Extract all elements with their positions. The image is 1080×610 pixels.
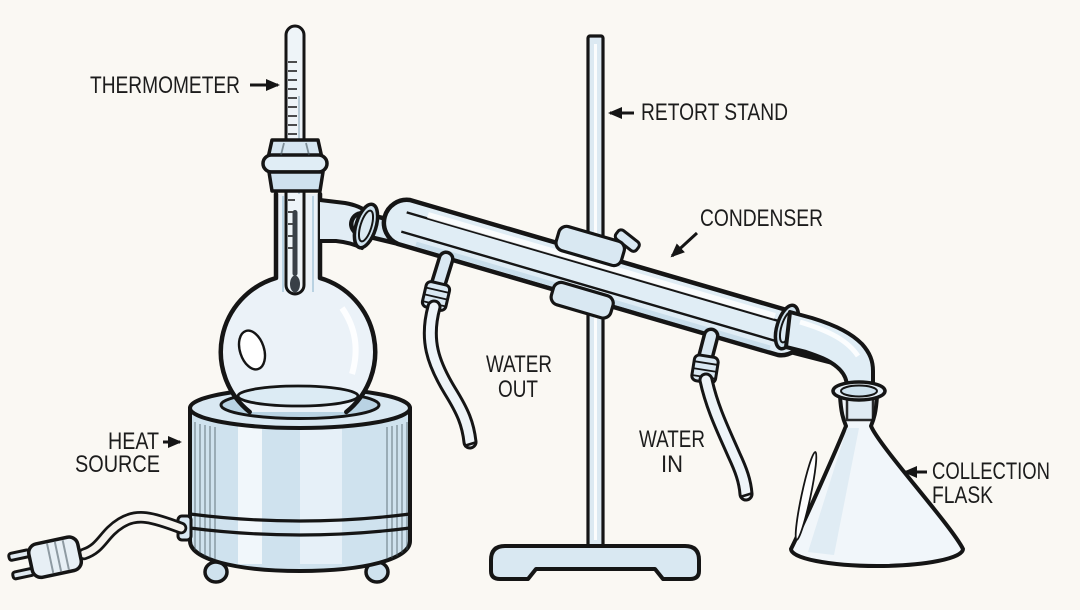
flask-stopper: [261, 138, 329, 193]
condenser-highlight: [427, 212, 776, 319]
thermometer-mercury: [292, 210, 298, 276]
label-collection-flask-line2: FLASK: [932, 482, 993, 509]
label-condenser: CONDENSER: [700, 205, 823, 232]
collection-flask-illustration: [789, 380, 965, 568]
flask-highlight-oval: [237, 329, 267, 371]
plug-ribs: [46, 540, 70, 574]
label-heat-source-line2: SOURCE: [75, 451, 160, 478]
stopper-lower: [267, 170, 325, 193]
thermometer-bulb: [290, 275, 300, 293]
label-water-out-line2: OUT: [498, 376, 538, 403]
water-in-tube-fill: [701, 375, 751, 499]
clamp-upper-jaw: [554, 224, 627, 268]
mantle-highlight-stripe: [238, 416, 262, 564]
label-retort-stand: RETORT STAND: [641, 99, 788, 126]
thermometer-graduations: [288, 61, 297, 249]
water-out-tube: [422, 299, 478, 450]
label-thermometer: THERMOMETER: [90, 72, 240, 99]
flask-mouth-opening: [840, 384, 878, 398]
water-in-tube: [698, 372, 754, 502]
label-water-in-line1: WATER: [639, 426, 705, 453]
flask-highlight-arc: [339, 306, 359, 375]
condenser-inner-tube-lines: [400, 211, 788, 344]
flask-liquid: [236, 384, 360, 408]
mantle-band-upper: [188, 512, 412, 523]
water-out-tube-fill: [425, 302, 475, 447]
clamp-lower-jaw: [549, 280, 615, 320]
power-cord: [80, 513, 185, 558]
arrow-condenser: [670, 231, 699, 258]
mantle-hatching: [194, 422, 408, 559]
delivery-adapter: [784, 310, 875, 394]
adapter-highlight: [799, 319, 861, 358]
power-plug: [7, 535, 84, 581]
flask-neck-inner-lines: [282, 196, 314, 292]
erlenmeyer-streak: [794, 451, 818, 541]
label-heat-source-line1: HEAT: [108, 428, 159, 455]
label-water-in-line2: IN: [661, 451, 683, 478]
label-water-out-line1: WATER: [486, 351, 552, 378]
plug-prong-top: [7, 548, 32, 562]
label-collection-flask-line1: COLLECTION: [932, 458, 1050, 485]
flask-outline: [218, 191, 378, 415]
stopper-creases: [280, 142, 310, 156]
water-in-tube-end: [739, 491, 754, 499]
adapter-tube: [784, 310, 875, 394]
mantle-band-lower: [188, 526, 412, 537]
water-out-nub: [433, 254, 451, 290]
retort-stand-base: [489, 544, 701, 581]
distillation-flask: [218, 191, 378, 415]
stopper-collar: [261, 153, 329, 174]
joint-cuff-left: [352, 202, 380, 250]
mantle-highlight-stripe-2: [300, 412, 342, 564]
erlenmeyer-tint-wedge: [808, 428, 859, 555]
labels-layer: THERMOMETER RETORT STAND CONDENSER WATER…: [75, 72, 1050, 509]
heat-source-mantle: [7, 386, 412, 584]
stand-clamp: [549, 224, 627, 320]
water-out-tube-end: [463, 440, 478, 448]
